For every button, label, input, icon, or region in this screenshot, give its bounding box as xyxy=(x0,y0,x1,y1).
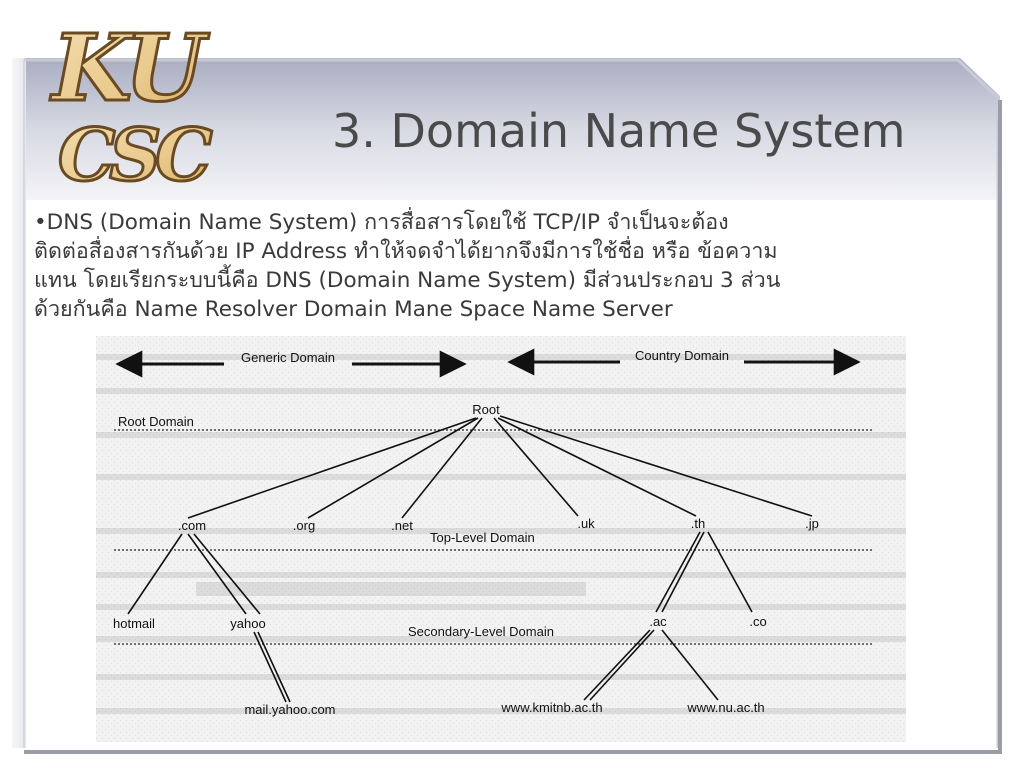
bullet-line-1: •DNS (Domain Name System) การสื่อสารโดยใ… xyxy=(34,210,729,235)
top-level-domain-label: Top-Level Domain xyxy=(430,530,535,545)
logo-line-ku: KU xyxy=(49,20,210,122)
node-co: .co xyxy=(749,614,766,629)
country-domain-label: Country Domain xyxy=(635,348,729,363)
node-hotmail: hotmail xyxy=(113,616,155,631)
node-ac: .ac xyxy=(649,614,667,629)
bullet-line-2: ติดต่อสื่องสารกันด้วย IP Address ทำให้จด… xyxy=(34,239,778,264)
bullet-text: •DNS (Domain Name System) การสื่อสารโดยใ… xyxy=(34,208,974,324)
bullet-line-4: ด้วยกันคือ Name Resolver Domain Mane Spa… xyxy=(34,297,673,322)
node-yahoo: yahoo xyxy=(230,616,265,631)
secondary-level-domain-label: Secondary-Level Domain xyxy=(408,624,554,639)
node-root: Root xyxy=(472,402,500,417)
node-th: .th xyxy=(691,516,705,531)
node-uk: .uk xyxy=(577,516,595,531)
root-domain-label: Root Domain xyxy=(118,414,194,429)
node-jp: .jp xyxy=(805,516,819,531)
node-kmitnb: www.kmitnb.ac.th xyxy=(500,700,602,715)
node-com: .com xyxy=(178,518,206,533)
node-net: .net xyxy=(391,518,413,533)
tree-edges xyxy=(127,415,813,703)
node-org: .org xyxy=(293,518,315,533)
scan-bleed-through xyxy=(96,354,906,714)
slide-title: 3. Domain Name System xyxy=(332,104,906,158)
node-nu: www.nu.ac.th xyxy=(686,700,764,715)
dns-hierarchy-diagram: Generic Domain Country Domain Root Domai… xyxy=(96,336,906,742)
figure-background xyxy=(96,336,906,742)
generic-domain-label: Generic Domain xyxy=(241,350,335,365)
logo-line-csc: CSC xyxy=(58,112,212,197)
bullet-line-3: แทน โดยเรียกระบบนี้คือ DNS (Domain Name … xyxy=(34,268,781,293)
ku-csc-logo: KU CSC xyxy=(48,20,220,199)
node-mail-yahoo: mail.yahoo.com xyxy=(244,702,335,717)
